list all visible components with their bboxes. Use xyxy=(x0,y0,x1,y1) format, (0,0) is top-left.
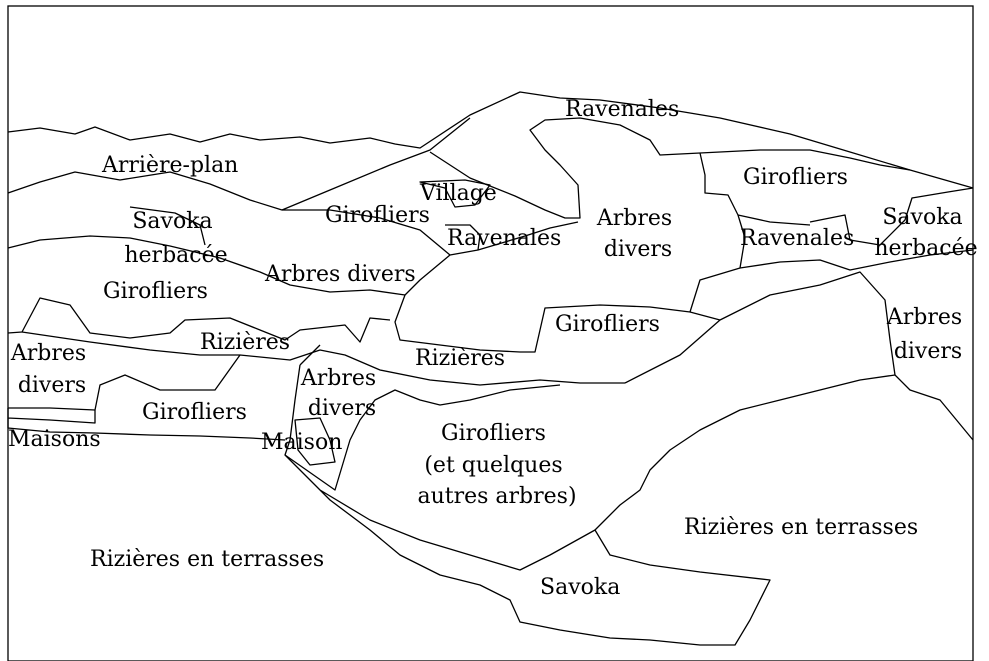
label-village: Village xyxy=(419,181,497,206)
label-girofliers-left: Girofliers xyxy=(103,279,208,304)
boundary-maisons xyxy=(7,408,286,441)
boundary-girofliers-lower xyxy=(284,454,771,646)
boundary-skyline xyxy=(7,91,974,189)
boundary-village xyxy=(419,179,491,208)
label-ravenales-top: Ravenales xyxy=(565,97,679,122)
label-arbres-divers-right: Arbres divers xyxy=(886,305,969,364)
label-rizieres-mid: Rizières xyxy=(415,346,505,371)
boundary-ravenales-top xyxy=(429,117,911,219)
label-rizieres-en-terrasses-right: Rizières en terrasses xyxy=(684,515,918,540)
label-ravenales-right: Ravenales xyxy=(740,226,854,251)
boundary-background xyxy=(7,117,471,211)
label-girofliers-lower-left: Girofliers xyxy=(142,400,247,425)
boundary-rizieres xyxy=(21,331,625,386)
diagram-frame xyxy=(7,5,974,661)
label-arbres-divers-small: Arbres divers xyxy=(300,366,383,421)
boundary-terraces-right xyxy=(594,374,896,531)
boundary-maison xyxy=(294,417,336,466)
label-maison: Maison xyxy=(261,430,342,455)
boundary-arbres-divers-small xyxy=(284,364,561,491)
boundary-arbres-divers-center xyxy=(394,254,721,353)
label-girofliers-top-right: Girofliers xyxy=(743,165,848,190)
boundary-savoka-herbacee-left xyxy=(129,206,206,246)
label-ravenales-mid: Ravenales xyxy=(447,226,561,251)
label-girofliers-et-autres: Girofliers (et quelques autres arbres) xyxy=(417,421,576,509)
label-arbres-divers-band: Arbres divers xyxy=(264,262,416,287)
boundary-girofliers-left xyxy=(7,297,391,343)
boundary-savoka-left xyxy=(7,235,406,296)
boundary-girofliers-center-lower xyxy=(689,267,741,313)
label-savoka-herbacee-left: Savoka herbacée xyxy=(124,209,227,268)
label-arriere-plan: Arrière-plan xyxy=(101,153,238,178)
label-girofliers-mid-right: Girofliers xyxy=(555,312,660,337)
label-maisons: Maisons xyxy=(8,427,101,452)
boundary-central-slope xyxy=(299,271,974,441)
label-rizieres-en-terrasses-left: Rizières en terrasses xyxy=(90,547,324,572)
zone-boundaries xyxy=(7,91,974,646)
boundary-savoka-right xyxy=(809,187,974,246)
label-savoka: Savoka xyxy=(540,575,620,600)
label-savoka-herbacee-right: Savoka herbacée xyxy=(874,205,977,261)
boundary-girofliers-top-right xyxy=(699,152,811,226)
label-rizieres-left: Rizières xyxy=(200,330,290,355)
label-arbres-divers-center: Arbres divers xyxy=(596,206,679,262)
boundary-arbres-divers-left xyxy=(8,354,241,411)
zone-labels: Arrière-plan Ravenales Girofliers Villag… xyxy=(8,97,978,600)
boundary-ravenales-right xyxy=(737,214,974,271)
label-arbres-divers-left: Arbres divers xyxy=(10,341,93,398)
label-girofliers-center: Girofliers xyxy=(325,203,430,228)
boundary-ravenales-mid xyxy=(445,224,481,251)
